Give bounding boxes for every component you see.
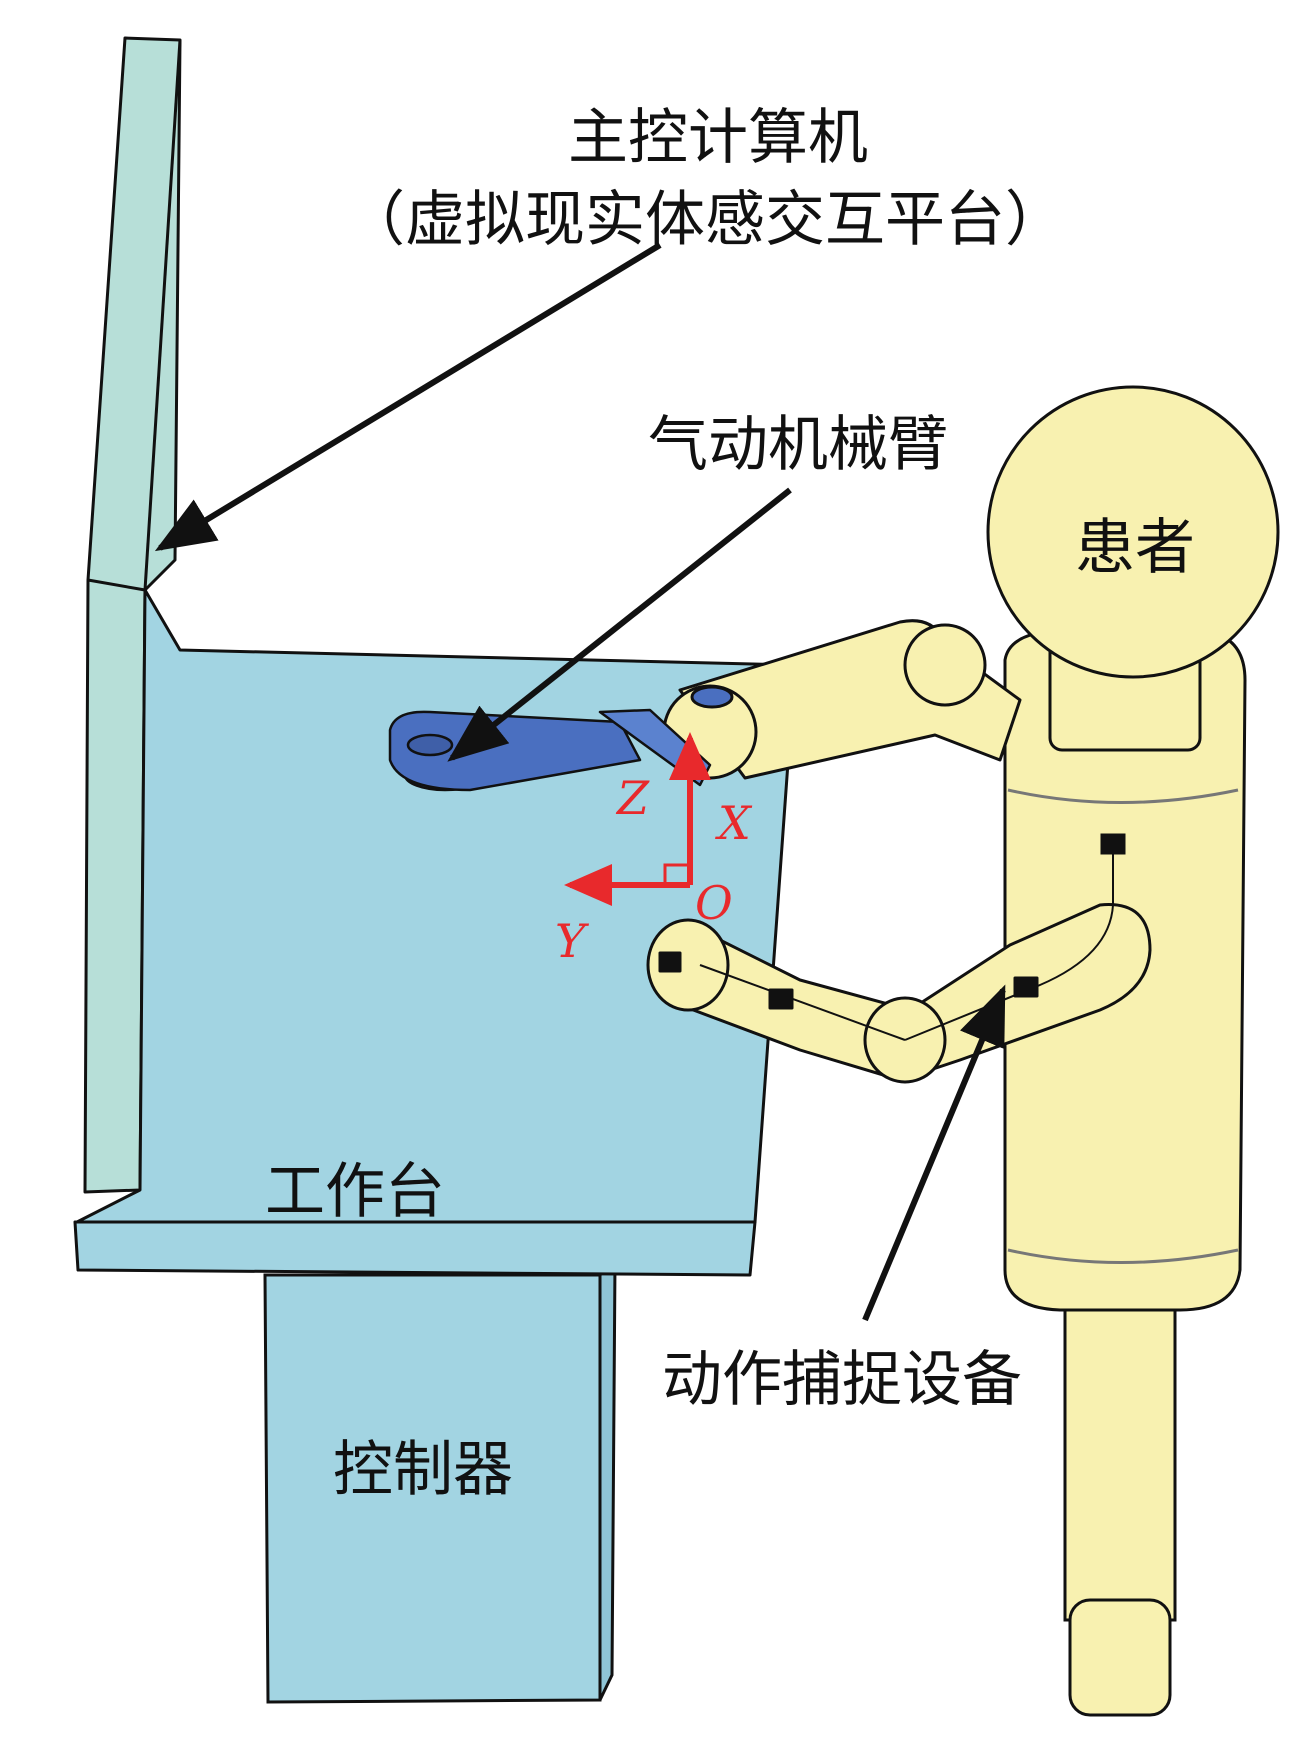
label-main-computer: 主控计算机 bbox=[568, 103, 868, 173]
pointer-arrows bbox=[154, 242, 1006, 1322]
patient-upper-arm bbox=[662, 619, 1022, 780]
label-controller: 控制器 bbox=[333, 1435, 513, 1505]
axis-label-y: Y bbox=[555, 914, 586, 968]
patient-head bbox=[986, 385, 1280, 679]
axis-label-z: Z bbox=[617, 771, 649, 825]
arrow-computer bbox=[154, 242, 662, 552]
arrow-motion-capture bbox=[862, 984, 1006, 1322]
label-patient: 患者 bbox=[1075, 513, 1195, 583]
axis-label-x: X bbox=[718, 796, 751, 850]
controller-cabinet bbox=[263, 1258, 617, 1704]
coordinate-axes bbox=[564, 732, 711, 906]
label-workbench: 工作台 bbox=[265, 1157, 445, 1227]
label-motion-capture: 动作捕捉设备 bbox=[662, 1345, 1022, 1415]
axis-label-o: O bbox=[695, 876, 733, 930]
patient-legs bbox=[1063, 1288, 1177, 1717]
patient-lower-arm bbox=[646, 903, 1152, 1084]
label-vr-platform: （虚拟现实体感交互平台） bbox=[345, 185, 1065, 255]
label-robot-arm: 气动机械臂 bbox=[648, 410, 948, 480]
arrow-robot-arm bbox=[447, 487, 792, 762]
